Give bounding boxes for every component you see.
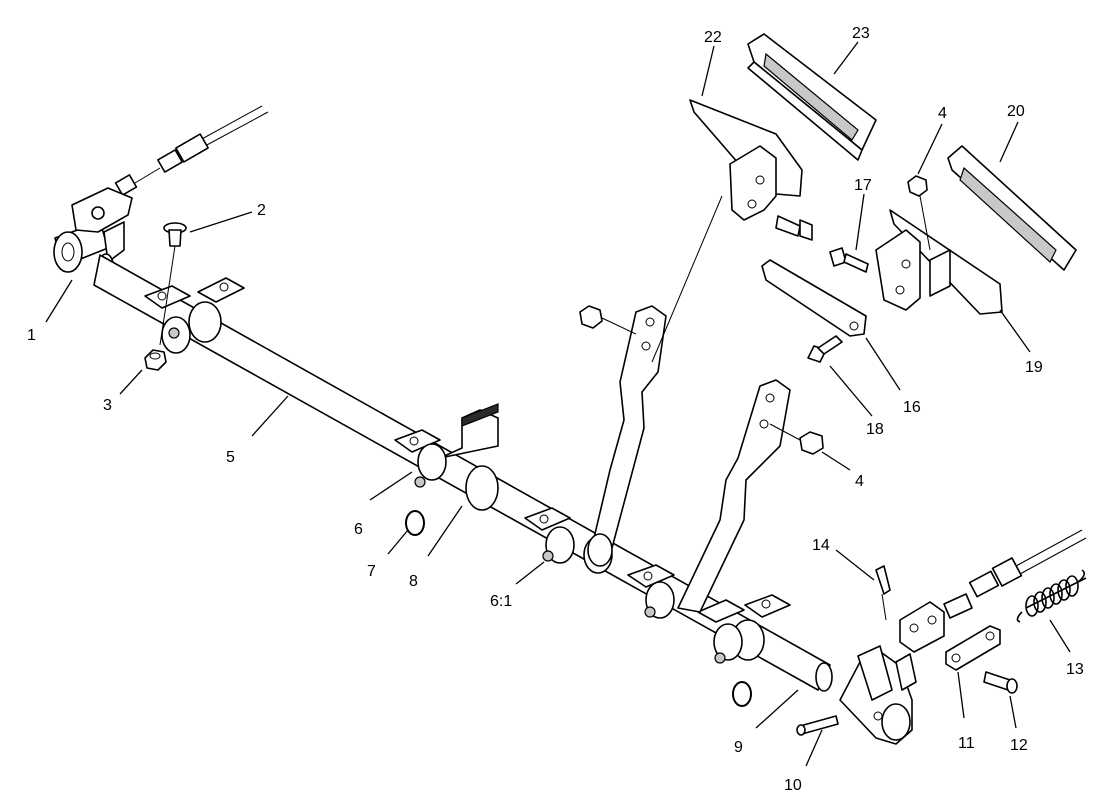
callout-18: 18 xyxy=(866,421,884,438)
carriage-bolt-2 xyxy=(159,222,187,346)
pedal-pad-20 xyxy=(947,145,1077,271)
snap-ring-7 xyxy=(405,510,425,536)
bolt-17 xyxy=(829,247,869,273)
clevis-pin-12 xyxy=(983,671,1018,694)
locknut-3 xyxy=(144,349,167,371)
pedal-22 xyxy=(651,99,803,363)
bushing-middle xyxy=(394,403,499,511)
callout-4-lower: 4 xyxy=(855,473,864,490)
callout-2: 2 xyxy=(257,202,266,219)
hex-nut-4-lower xyxy=(769,423,824,455)
lever-9 xyxy=(839,645,917,745)
callout-6-1: 6:1 xyxy=(490,593,512,610)
callout-5: 5 xyxy=(226,449,235,466)
callout-19: 19 xyxy=(1025,359,1043,376)
callout-23: 23 xyxy=(852,25,870,42)
pedal-19 xyxy=(875,209,1003,315)
callout-17: 17 xyxy=(854,177,872,194)
callout-8: 8 xyxy=(409,573,418,590)
callout-13: 13 xyxy=(1066,661,1084,678)
link-plate-16 xyxy=(761,259,867,337)
callout-11: 11 xyxy=(958,735,975,752)
pin-10 xyxy=(796,715,839,736)
bushing-left xyxy=(144,277,245,354)
callout-7: 7 xyxy=(367,563,376,580)
pedal-arm-center xyxy=(587,305,667,567)
callouts: 1 2 3 4 4 5 6 6:1 7 8 9 10 11 12 13 14 1… xyxy=(27,25,1084,794)
pedal-pad-23 xyxy=(747,33,877,161)
pedal-arm-right xyxy=(677,379,791,613)
nut-4-upper xyxy=(907,175,931,251)
callout-10: 10 xyxy=(784,777,802,794)
clevis xyxy=(899,601,945,653)
spring-13 xyxy=(1016,569,1087,623)
bushing-right xyxy=(627,564,791,664)
cotter-pin-14 xyxy=(875,565,891,621)
callout-3: 3 xyxy=(103,397,112,414)
snap-ring-9 xyxy=(732,681,752,707)
callout-16: 16 xyxy=(903,399,921,416)
callout-1: 1 xyxy=(27,327,36,344)
bolt-pedal-22 xyxy=(775,215,813,241)
callout-14: 14 xyxy=(812,537,830,554)
callout-12: 12 xyxy=(1010,737,1028,754)
callout-20: 20 xyxy=(1007,103,1025,120)
callout-4-upper: 4 xyxy=(938,105,947,122)
callout-9: 9 xyxy=(734,739,743,756)
callout-22: 22 xyxy=(704,29,722,46)
link-plate-11 xyxy=(945,625,1001,671)
control-cable-upper xyxy=(114,105,269,196)
leader-lines xyxy=(45,41,1071,767)
callout-6: 6 xyxy=(354,521,363,538)
control-cable-lower xyxy=(943,529,1087,619)
hex-nut-center xyxy=(579,305,637,335)
bolt-18 xyxy=(807,335,843,363)
